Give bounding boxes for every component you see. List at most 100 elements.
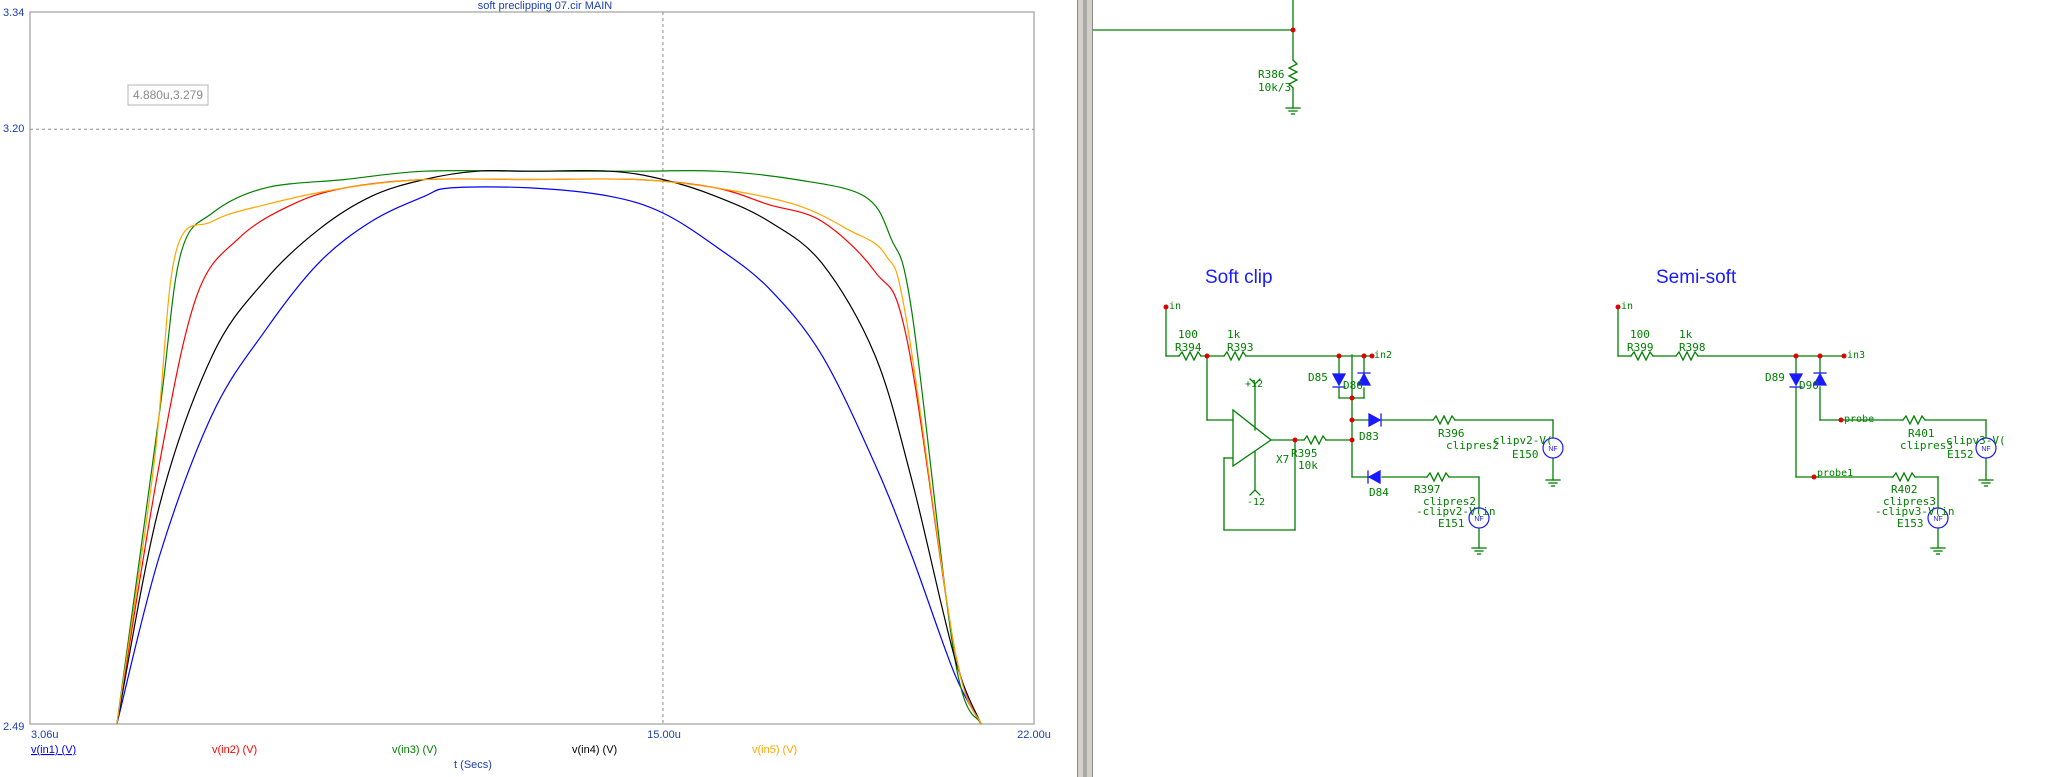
y-tick-label-bottom: 2.49 [3,721,24,733]
e150-source [1542,437,1564,459]
r396-resistor [1432,414,1456,426]
e150-nf-label: NF [1548,446,1557,453]
waveform-plot-pane[interactable]: soft preclipping 07.cir MAIN 3.34 3.20 2… [0,0,1077,777]
x7-opamp [1232,408,1273,468]
r393-value: 1k [1227,328,1241,341]
legend-v-in5[interactable]: v(in5) (V) [752,744,797,756]
schematic-pane[interactable]: R386 10k/3 Soft clip Semi-soft [1093,0,2048,777]
in3-label: in3 [1847,350,1865,361]
neg-clipv3-label: -clipv3-V(in [1875,505,1954,518]
r395-value: 10k [1298,459,1318,472]
semi-soft-diodes [1788,372,1828,388]
probe-label: probe [1844,414,1874,425]
r401-resistor [1902,414,1926,426]
legend-v-in1[interactable]: v(in1) (V) [31,744,76,756]
soft-clip-title: Soft clip [1205,267,1273,288]
semi-soft-sources [1927,437,1997,529]
top-partial-circuit [1093,0,1301,115]
schematic-canvas[interactable]: R386 10k/3 Soft clip Semi-soft [1093,0,2048,777]
e151-label: E151 [1438,517,1465,530]
r399-value: 100 [1630,328,1650,341]
series-line-in1 [116,186,982,725]
d83-label: D83 [1359,430,1379,443]
plus12-label: +12 [1245,379,1263,390]
d83-diode [1368,412,1382,428]
pane-splitter[interactable] [1077,0,1093,777]
d84-label: D84 [1369,486,1389,499]
d86-label: D86 [1343,379,1363,392]
r395-name: R395 [1291,447,1318,460]
r393-name: R393 [1227,341,1254,354]
e151-nf-label: NF [1474,516,1483,523]
x-axis-label: t (Secs) [454,759,492,771]
soft-clip-diodes [1331,372,1382,485]
e153-source [1927,507,1949,529]
clipres2-label-b: clipres2 [1423,495,1476,508]
r398-value: 1k [1679,328,1693,341]
clipv2-label: clipv2-V( [1493,434,1553,447]
r393-resistor [1223,350,1247,362]
semi-soft-nodes [1615,304,1847,480]
d89-label: D89 [1765,371,1785,384]
e152-nf-label: NF [1981,446,1990,453]
soft-clip-sources [1468,437,1564,529]
e153-nf-label: NF [1933,516,1942,523]
soft-in-label: in [1169,301,1181,312]
d85-diode [1331,373,1347,387]
d86-diode [1356,372,1372,386]
e152-label: E152 [1947,448,1974,461]
d90-label: D90 [1799,379,1819,392]
cursor-readout-text: 4.880u,3.279 [133,88,203,102]
x-tick-label-start: 3.06u [31,729,59,741]
y-tick-label-mid: 3.20 [3,123,24,135]
r398-name: R398 [1679,341,1706,354]
r397-label: R397 [1414,483,1441,496]
probe1-label: probe1 [1817,468,1853,479]
x7-label: X7 [1276,453,1289,466]
r399-resistor [1630,350,1654,362]
d84-diode [1367,469,1381,485]
series-line-in3 [116,169,982,725]
x-tick-label-mid: 15.00u [647,729,681,741]
y-tick-label-top: 3.34 [3,7,24,19]
plot-series-group [116,169,982,725]
e152-source [1975,437,1997,459]
e150-label: E150 [1512,448,1539,461]
series-line-in5 [116,178,982,725]
legend-v-in3[interactable]: v(in3) (V) [392,744,437,756]
r386-value: 10k/3 [1258,81,1291,94]
series-line-in4 [116,169,982,725]
r402-label: R402 [1891,483,1918,496]
semi-soft-circuit [1617,306,1994,555]
r386-resistor [1287,59,1299,89]
d89-diode [1788,373,1804,387]
semi-in-label: in [1621,301,1633,312]
clipres2-label-a: clipres2 [1446,439,1499,452]
r399-name: R399 [1627,341,1654,354]
junction-dot [1290,27,1296,33]
r386-name: R386 [1258,68,1285,81]
d85-label: D85 [1308,371,1328,384]
legend-v-in4[interactable]: v(in4) (V) [572,744,617,756]
r394-value: 100 [1178,328,1198,341]
e153-label: E153 [1897,517,1924,530]
splitter-grip[interactable] [1083,0,1087,777]
r396-label: R396 [1438,427,1465,440]
series-line-in2 [116,178,982,725]
minus12-label: -12 [1247,497,1265,508]
plot-area-frame [29,11,1035,725]
x-tick-label-end: 22.00u [1017,729,1051,741]
plot-grid [30,12,1034,724]
r394-name: R394 [1175,341,1202,354]
clipres3-label-a: clipres3 [1900,439,1953,452]
r395-resistor [1303,434,1327,446]
d90-diode [1812,372,1828,386]
r401-label: R401 [1908,427,1935,440]
soft-clip-nodes [1163,304,1375,443]
r402-resistor [1892,471,1916,483]
cursor-readout-box[interactable] [127,84,209,106]
neg-clipv2-label: -clipv2-V(in [1416,505,1495,518]
legend-v-in2[interactable]: v(in2) (V) [212,744,257,756]
in2-label: in2 [1374,350,1392,361]
waveform-plot[interactable]: soft preclipping 07.cir MAIN 3.34 3.20 2… [0,0,1077,777]
